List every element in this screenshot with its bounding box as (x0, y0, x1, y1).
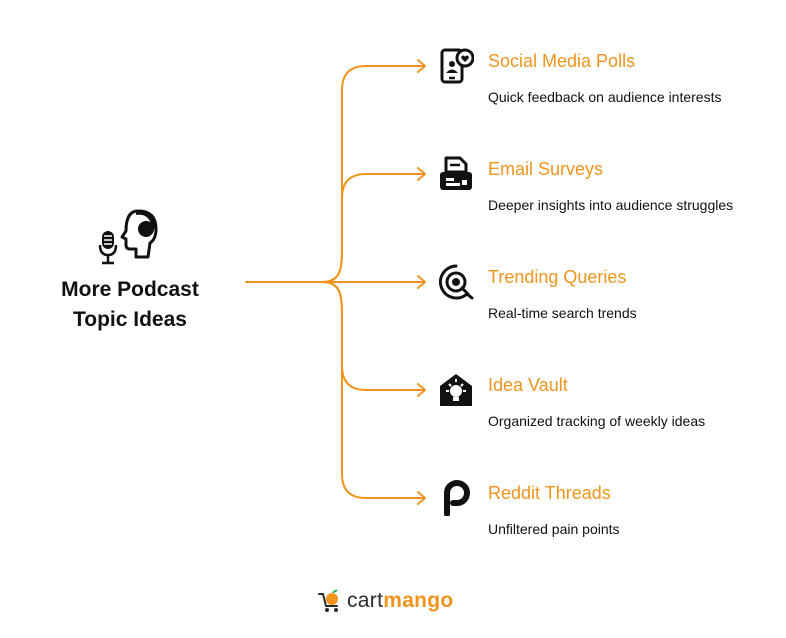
arrowhead (417, 491, 426, 505)
arrowhead (417, 383, 426, 397)
arrowhead (417, 275, 426, 289)
branch-trending-queries: Trending Queries Real-time search trends (436, 264, 776, 324)
branch-description: Deeper insights into audience struggles (488, 197, 734, 213)
branch-description: Organized tracking of weekly ideas (488, 413, 706, 429)
branch-description: Real-time search trends (488, 305, 637, 321)
brand-wordmark: cartmango (347, 589, 454, 613)
lightbulb-vault-icon (440, 374, 472, 406)
connector-email-surveys (321, 173, 425, 283)
branch-email-surveys: Email Surveys Deeper insights into audie… (436, 156, 776, 216)
branch-social-media-polls: Social Media Polls Quick feedback on aud… (436, 48, 776, 108)
branch-reddit-threads: Reddit Threads Unfiltered pain points (436, 480, 776, 540)
email-tray-icon (440, 156, 472, 190)
search-magnifier-icon (438, 264, 474, 300)
branch-title: Trending Queries (488, 267, 627, 287)
brand-logo: cartmango (318, 586, 454, 616)
arrowhead (417, 167, 426, 181)
branch-description: Unfiltered pain points (488, 521, 620, 537)
reddit-p-icon (444, 480, 470, 516)
arrowhead (417, 59, 426, 73)
brand-wordmark-mango: mango (383, 589, 454, 612)
podcast-head-microphone-icon (98, 209, 158, 265)
central-topic: More Podcast Topic Ideas (40, 205, 220, 335)
branch-title: Social Media Polls (488, 51, 636, 71)
brand-wordmark-cart: cart (347, 589, 384, 612)
branch-description: Quick feedback on audience interests (488, 89, 722, 105)
mango-cart-icon (318, 589, 338, 612)
branch-title: Reddit Threads (488, 483, 611, 503)
connector-idea-vault (321, 281, 425, 391)
branch-idea-vault: Idea Vault Organized tracking of weekly … (436, 372, 776, 432)
branch-title: Email Surveys (488, 159, 604, 179)
connector-reddit-threads (321, 281, 425, 499)
phone-heart-icon (440, 48, 474, 84)
central-topic-title: More Podcast Topic Ideas (61, 278, 199, 331)
branch-title: Idea Vault (488, 375, 568, 395)
